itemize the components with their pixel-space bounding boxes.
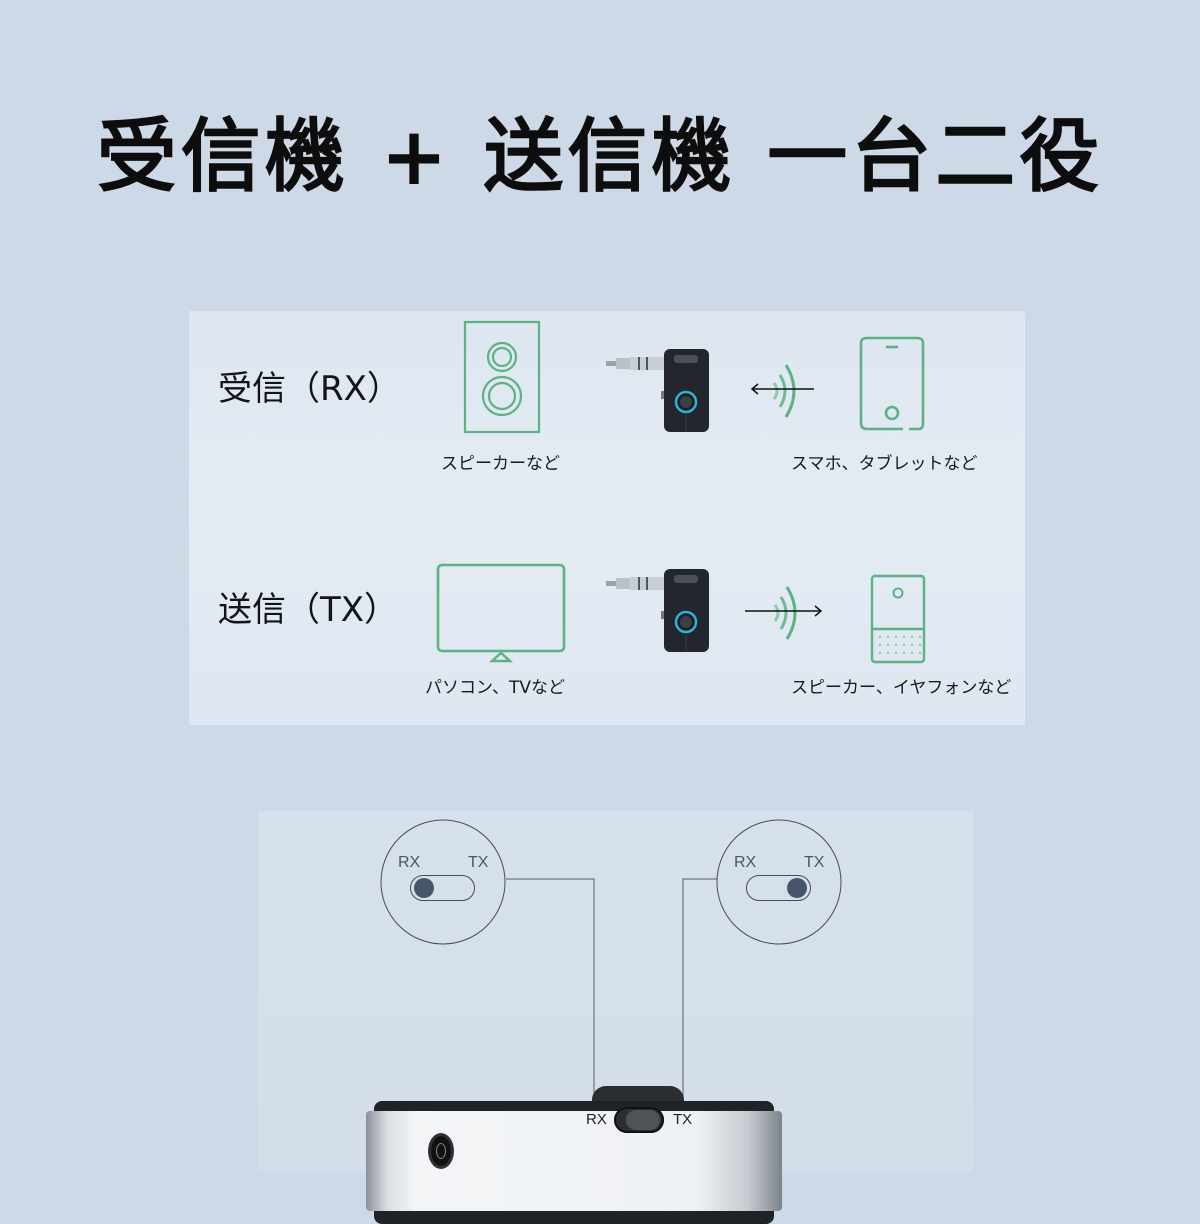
audio-jack-icon bbox=[428, 1133, 454, 1169]
smartphone-icon bbox=[859, 336, 925, 431]
callout-lines bbox=[380, 819, 842, 1101]
tv-monitor-icon bbox=[436, 563, 566, 663]
modes-panel: 受信（RX） スピーカーなど スマホ、タブレットなど 送信（TX） bbox=[189, 311, 1025, 725]
right-callout-tx-label: TX bbox=[804, 854, 825, 871]
left-callout-tx-label: TX bbox=[468, 854, 489, 871]
switch-knob-rx bbox=[414, 878, 434, 898]
page-title: 受信機 + 送信機 一台二役 bbox=[96, 110, 1104, 203]
wireless-signal-incoming-icon bbox=[750, 364, 814, 418]
device-mode-switch[interactable] bbox=[614, 1107, 664, 1133]
bluetooth-adapter-icon bbox=[606, 349, 709, 432]
tx-target-caption: スピーカー、イヤフォンなど bbox=[791, 678, 1012, 698]
speaker-icon bbox=[463, 320, 541, 434]
rx-target-caption: スピーカーなど bbox=[441, 454, 560, 474]
switch-diagram-panel: RX TX RX TX RX TX bbox=[258, 811, 973, 1224]
switch-knob-tx bbox=[787, 878, 807, 898]
device-rx-label: RX bbox=[586, 1111, 607, 1128]
right-callout-rx-label: RX bbox=[734, 854, 757, 871]
tx-source-caption: パソコン、TVなど bbox=[425, 678, 565, 698]
rx-mode-label: 受信（RX） bbox=[218, 369, 401, 409]
device-tx-label: TX bbox=[673, 1111, 693, 1128]
left-callout-rx-label: RX bbox=[398, 854, 421, 871]
left-callout-switch bbox=[410, 875, 475, 901]
rx-source-caption: スマホ、タブレットなど bbox=[791, 454, 978, 474]
tx-mode-label: 送信（TX） bbox=[218, 590, 399, 630]
wireless-signal-outgoing-icon bbox=[745, 586, 823, 640]
right-callout-switch bbox=[746, 875, 811, 901]
bluetooth-speaker-icon bbox=[870, 574, 926, 664]
bluetooth-adapter-icon bbox=[606, 569, 709, 652]
